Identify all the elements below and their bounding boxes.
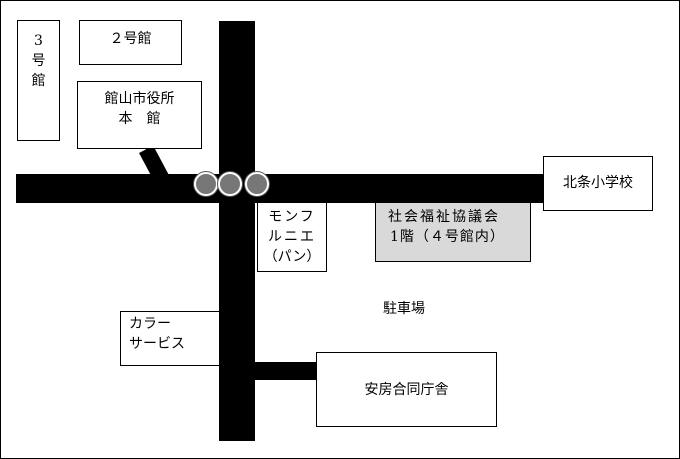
monfurunie-line-3: （パン） xyxy=(263,249,321,265)
traffic-signal-icon xyxy=(194,172,218,196)
welfare-line-1: 社会福祉協議会 xyxy=(388,209,500,225)
building-3-line-2: 号 xyxy=(31,53,46,69)
color-service-line-1: カラー xyxy=(129,316,171,332)
monfurunie-bakery: モンフ ルニエ （パン） xyxy=(257,202,327,272)
city-hall-main: 館山市役所 本 館 xyxy=(77,81,202,149)
building-3-line-1: 3 xyxy=(34,33,43,49)
building-3: 3 号 館 xyxy=(17,20,60,141)
building-2-label: ２号館 xyxy=(109,31,152,47)
social-welfare-council: 社会福祉協議会 1階（４号館内） xyxy=(375,202,531,262)
parking-label: 駐車場 xyxy=(383,301,425,317)
traffic-signal-icon xyxy=(245,172,269,196)
color-service: カラー サービス xyxy=(120,311,220,366)
building-2: ２号館 xyxy=(79,20,182,65)
awa-government-building: 安房合同庁舎 xyxy=(316,352,497,427)
government-label: 安房合同庁舎 xyxy=(364,382,449,398)
hojo-elementary-school: 北条小学校 xyxy=(543,156,653,211)
road-vertical xyxy=(219,21,255,441)
city-hall-line-1: 館山市役所 xyxy=(104,91,175,107)
color-service-line-2: サービス xyxy=(129,336,185,352)
monfurunie-line-1: モンフ xyxy=(268,209,316,225)
road-driveway-government xyxy=(255,362,317,380)
road-horizontal xyxy=(16,174,544,203)
building-3-line-3: 館 xyxy=(31,73,46,89)
traffic-signal-icon xyxy=(218,172,242,196)
welfare-line-2: 1階（４号館内） xyxy=(390,229,505,245)
monfurunie-line-2: ルニエ xyxy=(268,229,316,245)
school-label: 北条小学校 xyxy=(563,175,633,191)
city-hall-line-2: 本 館 xyxy=(118,111,161,127)
